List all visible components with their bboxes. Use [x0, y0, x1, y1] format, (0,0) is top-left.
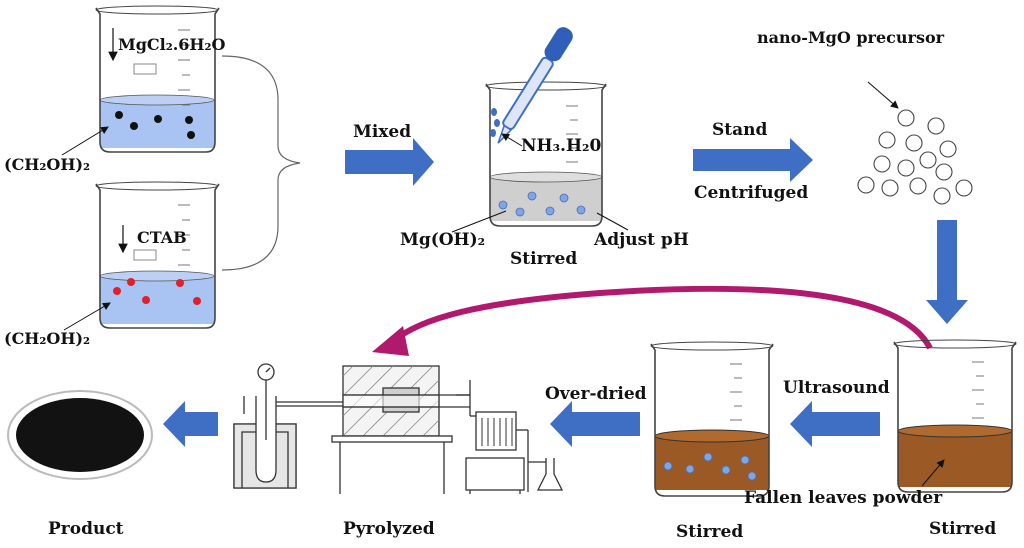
condenser-icon — [475, 411, 517, 451]
beaker-mgcl2-icon — [61, 5, 220, 156]
bracket — [221, 55, 301, 271]
flask-icon — [536, 458, 564, 491]
label-ch2oh2-bottom: (CH₂OH)₂ — [4, 329, 91, 348]
label-stirred-mid: Stirred — [676, 522, 744, 542]
label-ch2oh2-top: (CH₂OH)₂ — [4, 155, 91, 174]
label-adjust-ph: Adjust pH — [594, 230, 689, 250]
label-fallen-leaves: Fallen leaves powder — [744, 488, 943, 508]
label-nh3h2o: NH₃.H₂0 — [521, 136, 602, 156]
label-centrifuged: Centrifuged — [694, 183, 809, 203]
arrow-ultrasound-icon — [790, 401, 880, 447]
label-ctab: CTAB — [137, 228, 187, 247]
beaker-stirred-mix-icon — [650, 341, 774, 497]
label-stand: Stand — [712, 120, 768, 140]
label-pyrolyzed: Pyrolyzed — [343, 519, 435, 539]
beaker-solution — [100, 100, 215, 148]
product-dish-icon — [7, 390, 153, 480]
label-mgcl2: MgCl₂.6H₂O — [118, 35, 226, 54]
label-over-dried: Over-dried — [545, 384, 647, 404]
pyrolysis-apparatus-icon — [233, 363, 564, 494]
droplets-icon — [490, 108, 500, 137]
dropper-icon — [497, 27, 573, 144]
curved-return-arrow-icon — [372, 285, 933, 356]
label-stirred-top: Stirred — [510, 249, 578, 269]
label-mgoh2: Mg(OH)₂ — [400, 230, 486, 250]
nano-mgo-particles-icon — [857, 109, 973, 205]
label-nano-mgo: nano-MgO precursor — [757, 28, 945, 47]
arrow-product-icon — [163, 401, 218, 447]
beaker-fallen-leaves-icon — [893, 339, 1017, 493]
arrow-stand-icon — [693, 138, 813, 182]
flow-arrows — [163, 138, 968, 447]
beaker-stirred-icon — [451, 81, 629, 233]
arrow-down-icon — [926, 220, 968, 324]
beaker-ctab-icon — [63, 181, 220, 331]
label-ultrasound: Ultrasound — [783, 378, 890, 398]
label-stirred-right: Stirred — [929, 519, 997, 539]
arrow-overdried-icon — [550, 401, 640, 447]
arrow-mixed-icon — [345, 138, 434, 186]
label-mixed: Mixed — [353, 122, 412, 142]
label-product: Product — [48, 519, 124, 539]
